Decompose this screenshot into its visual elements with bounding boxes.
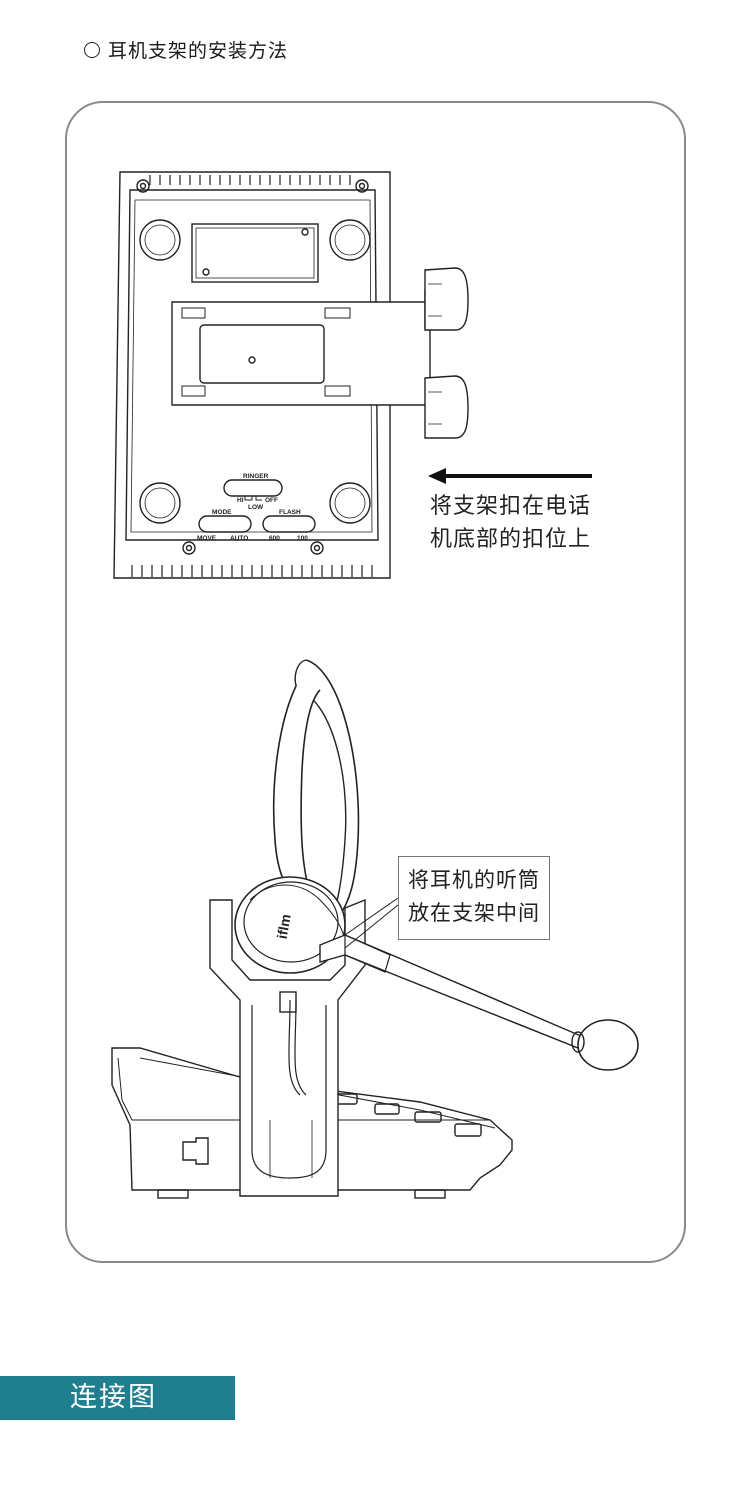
step1-instruction: 将支架扣在电话 机底部的扣位上 bbox=[430, 490, 591, 556]
step2-line2: 放在支架中间 bbox=[408, 901, 540, 925]
mode-label: MODE bbox=[212, 509, 232, 516]
phone-bottom-view bbox=[113, 171, 469, 579]
headset-on-stand bbox=[111, 659, 639, 1199]
step2-line1: 将耳机的听筒 bbox=[408, 868, 540, 892]
arrow-left-icon bbox=[428, 468, 592, 484]
low-label: LOW bbox=[248, 504, 264, 511]
circle-bullet-icon bbox=[84, 41, 100, 58]
auto-label: AUTO bbox=[230, 535, 248, 542]
section-heading: 耳机支架的安装方法 bbox=[84, 36, 288, 63]
move-label: MOVE bbox=[197, 535, 217, 542]
flash-label: FLASH bbox=[279, 509, 301, 516]
hi-label: HI bbox=[237, 497, 244, 504]
step1-line1: 将支架扣在电话 bbox=[430, 494, 592, 519]
heading-text: 耳机支架的安装方法 bbox=[108, 40, 289, 62]
section-header-band bbox=[0, 1376, 235, 1420]
phone-switch-labels: RINGER HI OFF LOW MODE MOVE AUTO FLASH 6… bbox=[197, 473, 308, 542]
step2-instruction-box: 将耳机的听筒 放在支架中间 bbox=[398, 856, 550, 940]
section-title: 连接图 bbox=[70, 1382, 157, 1413]
ringer-label: RINGER bbox=[243, 473, 269, 480]
illustration-frame bbox=[65, 101, 686, 1263]
flash-600-label: 600 bbox=[269, 535, 280, 542]
flash-100-label: 100 bbox=[297, 535, 308, 542]
headset-logo: iflm bbox=[274, 913, 294, 940]
off-label: OFF bbox=[265, 497, 278, 504]
step1-line2: 机底部的扣位上 bbox=[430, 527, 592, 552]
